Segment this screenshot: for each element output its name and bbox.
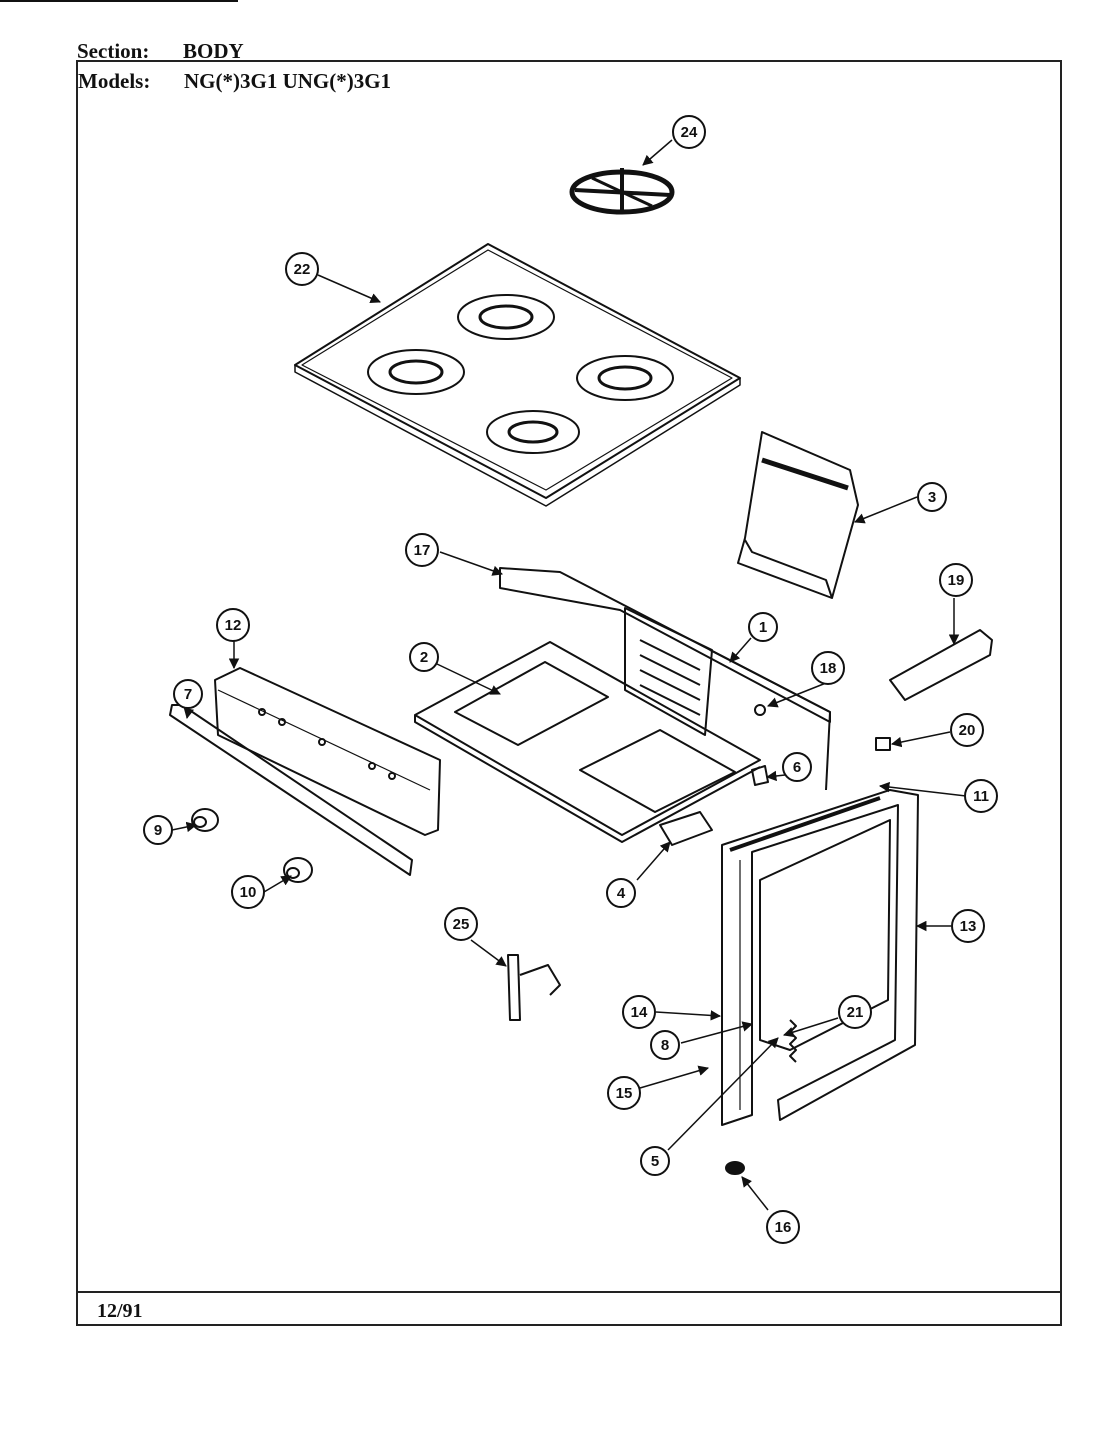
burner-grate xyxy=(569,168,675,215)
callout-13: 13 xyxy=(951,909,985,943)
svg-text:13: 13 xyxy=(960,918,977,935)
callout-14: 14 xyxy=(622,995,656,1029)
section-header: Section: BODY xyxy=(77,39,244,63)
callout-1: 1 xyxy=(748,612,778,642)
bracket-19 xyxy=(889,629,993,701)
top-rule xyxy=(0,0,238,2)
svg-text:20: 20 xyxy=(959,722,976,739)
callout-16: 16 xyxy=(766,1210,800,1244)
svg-text:17: 17 xyxy=(414,542,431,559)
clip-20 xyxy=(875,737,891,751)
diagram-frame xyxy=(76,60,1062,1326)
upper-frame xyxy=(499,567,831,791)
svg-text:8: 8 xyxy=(661,1037,669,1054)
svg-text:16: 16 xyxy=(775,1219,792,1236)
svg-text:22: 22 xyxy=(294,261,311,278)
callout-9: 9 xyxy=(143,815,173,845)
svg-text:19: 19 xyxy=(948,572,965,589)
svg-text:5: 5 xyxy=(651,1153,659,1170)
bracket-4 xyxy=(659,811,713,846)
svg-text:24: 24 xyxy=(681,124,698,141)
callout-22: 22 xyxy=(285,252,319,286)
svg-text:18: 18 xyxy=(820,660,837,677)
callout-6: 6 xyxy=(782,752,812,782)
svg-text:14: 14 xyxy=(631,1004,648,1021)
svg-text:9: 9 xyxy=(154,822,162,839)
side-panel xyxy=(721,789,919,1126)
svg-text:1: 1 xyxy=(759,619,767,636)
callout-24: 24 xyxy=(672,115,706,149)
screw-18 xyxy=(754,704,766,716)
svg-text:21: 21 xyxy=(847,1004,864,1021)
leader-lines xyxy=(171,139,967,1211)
callout-12: 12 xyxy=(216,608,250,642)
clip-6 xyxy=(751,765,769,786)
section-value: BODY xyxy=(183,39,244,63)
callout-18: 18 xyxy=(811,651,845,685)
models-value: NG(*)3G1 UNG(*)3G1 xyxy=(184,69,392,93)
svg-text:12: 12 xyxy=(225,617,242,634)
oven-top xyxy=(414,641,761,843)
callout-4: 4 xyxy=(606,878,636,908)
section-label: Section: xyxy=(77,39,150,63)
spring-21 xyxy=(789,1019,797,1063)
callout-11: 11 xyxy=(964,779,998,813)
rear-panel xyxy=(737,431,859,599)
control-knob xyxy=(191,808,219,832)
callout-10: 10 xyxy=(231,875,265,909)
callout-20: 20 xyxy=(950,713,984,747)
callout-8: 8 xyxy=(650,1030,680,1060)
callout-2: 2 xyxy=(409,642,439,672)
svg-text:15: 15 xyxy=(616,1085,633,1102)
callout-3: 3 xyxy=(917,482,947,512)
callout-5: 5 xyxy=(640,1146,670,1176)
callout-19: 19 xyxy=(939,563,973,597)
leveler-16 xyxy=(725,1161,745,1175)
control-panel xyxy=(214,667,441,836)
control-knob-small xyxy=(283,857,313,883)
footer-date: 12/91 xyxy=(97,1300,143,1322)
cooktop xyxy=(294,243,741,507)
svg-text:25: 25 xyxy=(453,916,470,933)
svg-text:6: 6 xyxy=(793,759,801,776)
svg-text:7: 7 xyxy=(184,686,192,703)
callout-7: 7 xyxy=(173,679,203,709)
svg-text:10: 10 xyxy=(240,884,257,901)
svg-text:2: 2 xyxy=(420,649,428,666)
callout-25: 25 xyxy=(444,907,478,941)
models-label: Models: xyxy=(78,69,151,93)
models-header: Models: NG(*)3G1 UNG(*)3G1 xyxy=(78,69,391,93)
svg-text:11: 11 xyxy=(973,788,989,805)
svg-text:3: 3 xyxy=(928,489,936,506)
callout-17: 17 xyxy=(405,533,439,567)
svg-text:4: 4 xyxy=(617,885,626,902)
door-handle-25 xyxy=(507,954,561,1021)
callout-15: 15 xyxy=(607,1076,641,1110)
callout-21: 21 xyxy=(838,995,872,1029)
footer-rule xyxy=(76,1291,1062,1293)
